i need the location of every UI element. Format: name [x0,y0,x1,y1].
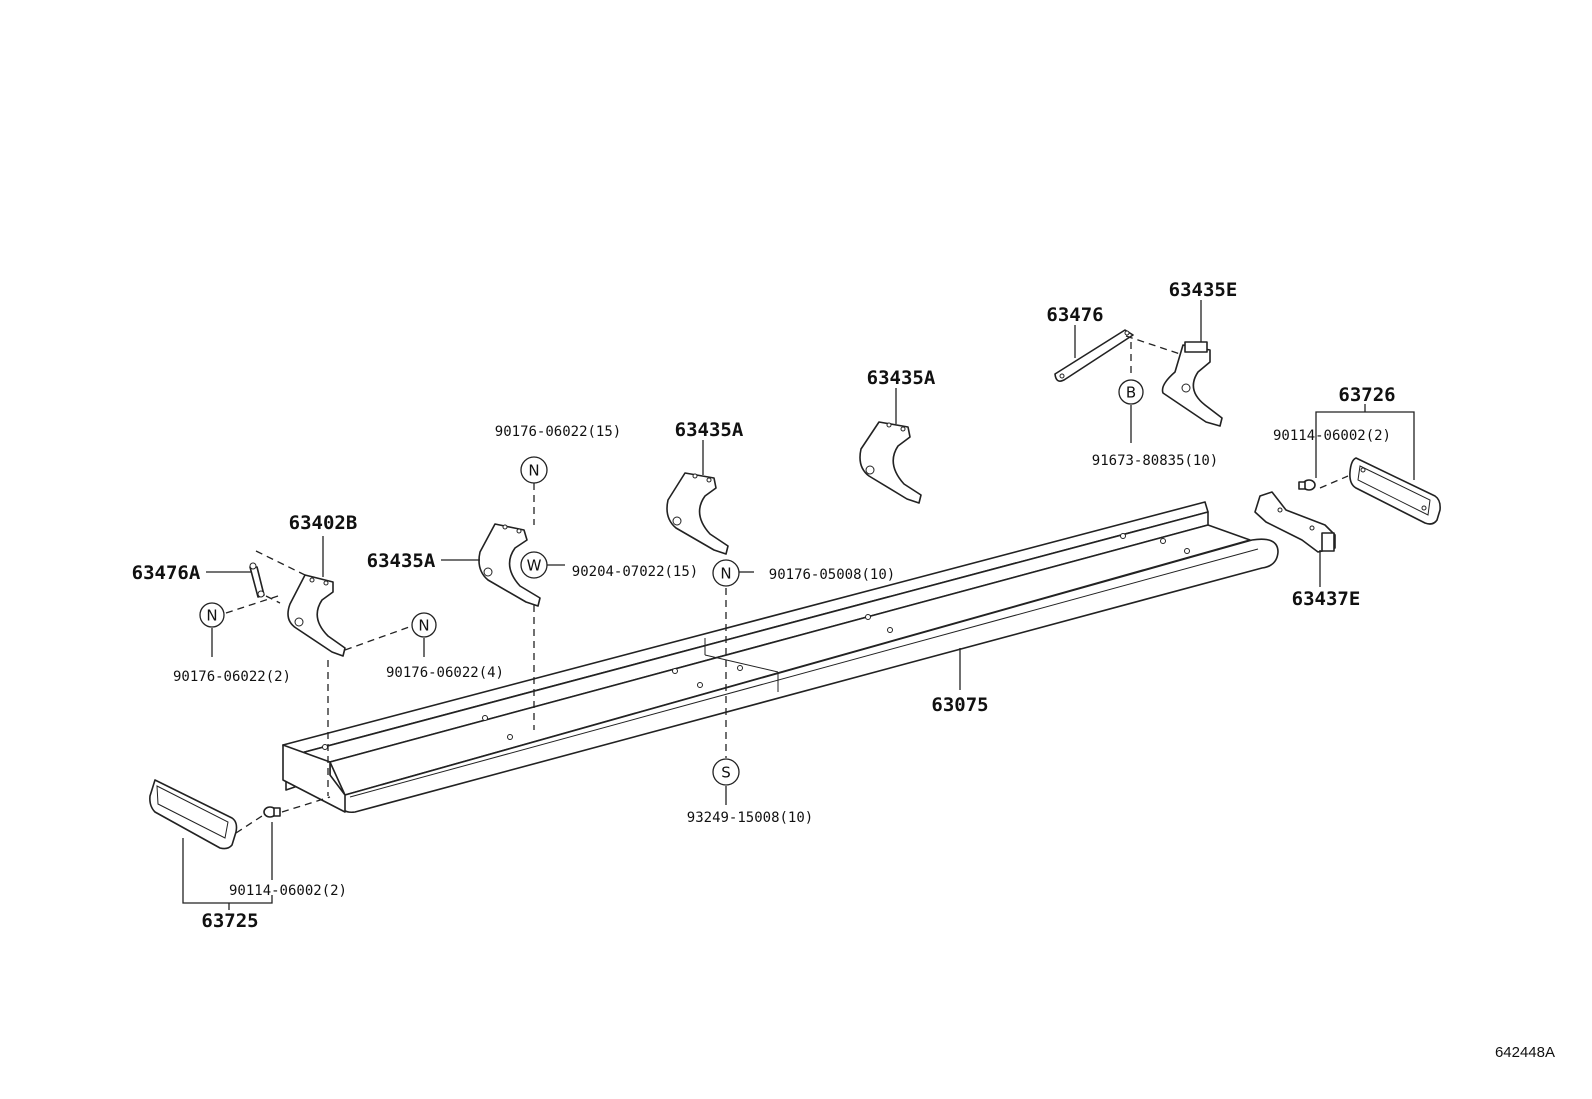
drawing-code: 642448A [1495,1044,1555,1061]
stay-63476A[interactable] [249,562,265,598]
stay-63476[interactable] [1054,329,1134,382]
bracket-63435A-center[interactable] [666,472,729,555]
label-63075[interactable]: 63075 [931,694,988,716]
label-63437E[interactable]: 63437E [1292,588,1361,610]
svg-text:N: N [418,617,429,635]
svg-text:W: W [527,557,542,575]
callout-S: S [712,758,740,786]
ref-90176-06022-4[interactable]: 90176-06022(4) [386,665,504,681]
callout-N-left: N [199,602,225,628]
svg-text:N: N [206,607,217,625]
label-63435A-center[interactable]: 63435A [675,419,744,441]
bracket-63437E[interactable] [1254,491,1336,553]
ref-90176-06022-2[interactable]: 90176-06022(2) [173,669,291,685]
label-63726[interactable]: 63726 [1338,384,1395,406]
svg-text:N: N [528,462,539,480]
label-63476A[interactable]: 63476A [132,562,201,584]
ref-90114-06002-2-right[interactable]: 90114-06002(2) [1273,428,1391,444]
label-63435E[interactable]: 63435E [1169,279,1238,301]
label-63435A-left[interactable]: 63435A [367,550,436,572]
end-cover-63726[interactable] [1349,457,1441,525]
bracket-63435A-right[interactable] [859,421,922,504]
svg-text:S: S [721,764,731,782]
label-63725[interactable]: 63725 [201,910,258,932]
callout-N-top: N [520,456,548,484]
svg-text:B: B [1126,384,1136,402]
callout-N-bracket: N [411,612,437,638]
bracket-63435A-left[interactable] [478,523,541,607]
end-cover-63725[interactable] [149,779,238,850]
callout-W: W [520,551,548,579]
clip-90114-right[interactable] [1298,479,1316,491]
callout-B: B [1118,379,1144,405]
bracket-63435E[interactable] [1161,341,1223,427]
bracket-63402B[interactable] [287,574,346,657]
ref-90114-06002-2-left[interactable]: 90114-06002(2) [229,883,347,899]
ref-93249-15008-10[interactable]: 93249-15008(10) [687,810,813,826]
ref-90204-07022-15[interactable]: 90204-07022(15) [572,564,698,580]
callout-N-center: N [712,559,740,587]
ref-90176-05008-10[interactable]: 90176-05008(10) [769,567,895,583]
label-63435A-right[interactable]: 63435A [867,367,936,389]
assembly-lines [225,335,1349,834]
leader-lines [182,300,1415,910]
clip-90114-left[interactable] [263,806,281,818]
label-63476[interactable]: 63476 [1046,304,1103,326]
ref-90176-06022-15[interactable]: 90176-06022(15) [495,424,621,440]
ref-91673-80835-10[interactable]: 91673-80835(10) [1092,453,1218,469]
svg-text:N: N [720,565,731,583]
running-board-63075[interactable] [282,501,1279,814]
label-63402B[interactable]: 63402B [289,512,358,534]
